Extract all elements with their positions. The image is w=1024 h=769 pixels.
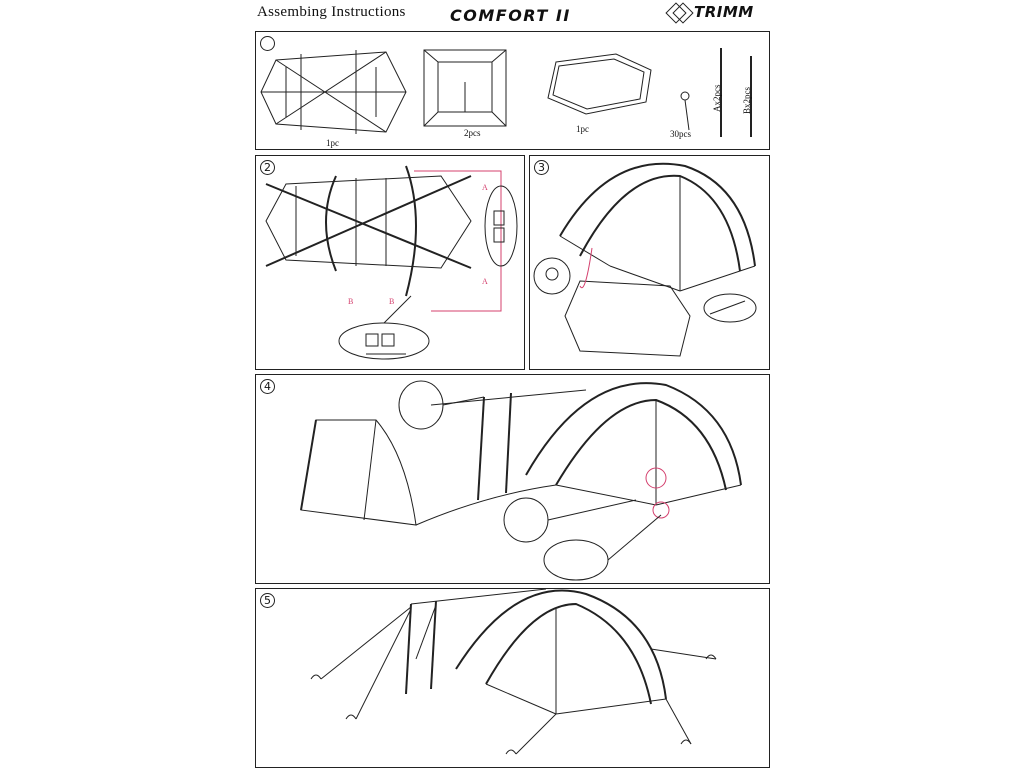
pole-tip-callout-icon xyxy=(398,380,444,430)
step-4-number: 4 xyxy=(260,379,275,394)
trimm-logo-icon xyxy=(665,2,694,24)
step-4-diagram xyxy=(300,380,742,581)
groundsheet-icon xyxy=(547,53,652,115)
pole-b-qty: Bx2pcs xyxy=(742,87,752,114)
brand-name: TRIMM xyxy=(694,3,754,21)
label-a-bottom: A xyxy=(482,277,488,286)
pegs-qty: 30pcs xyxy=(670,129,691,139)
model-name: COMFORT II xyxy=(450,6,571,25)
ring-callout-icon xyxy=(533,257,571,295)
step-5-number: 5 xyxy=(260,593,275,608)
label-b-left: B xyxy=(348,297,353,306)
parts-diagram xyxy=(260,48,752,137)
step-1-panel: 1pc 2pcs 1pc 30pcs Ax2pcs Bx2pcs xyxy=(255,31,770,150)
buckle-callout-icon xyxy=(484,185,518,267)
attachment-point-icon xyxy=(645,467,667,489)
groundsheet-qty: 1pc xyxy=(576,124,589,134)
hook-callout-icon xyxy=(543,539,609,581)
step-2-number: 2 xyxy=(260,160,275,175)
step-4-panel: 4 xyxy=(255,374,770,584)
document-title: Assembing Instructions xyxy=(257,4,406,20)
ring-callout-icon xyxy=(503,497,549,543)
step-3-diagram xyxy=(533,162,757,357)
tent-peg-icon xyxy=(680,91,690,131)
step-3-panel: 3 xyxy=(529,155,770,370)
mesh-panel-icon xyxy=(423,49,507,127)
label-b-right: B xyxy=(389,297,394,306)
step-5-panel: 5 xyxy=(255,588,770,768)
peg-callout-icon xyxy=(703,293,757,323)
step-5-diagram xyxy=(310,588,717,755)
mesh-panel-qty: 2pcs xyxy=(464,128,481,138)
inner-tent-qty: 1pc xyxy=(326,138,339,148)
step-2-panel: 2 A A B B xyxy=(255,155,525,370)
label-a-top: A xyxy=(482,183,488,192)
pole-a-qty: Ax2pcs xyxy=(712,84,722,113)
step-1-number xyxy=(260,36,275,51)
inner-tent-flat-icon xyxy=(260,50,407,134)
step-2-diagram xyxy=(265,165,518,360)
step-3-number: 3 xyxy=(534,160,549,175)
